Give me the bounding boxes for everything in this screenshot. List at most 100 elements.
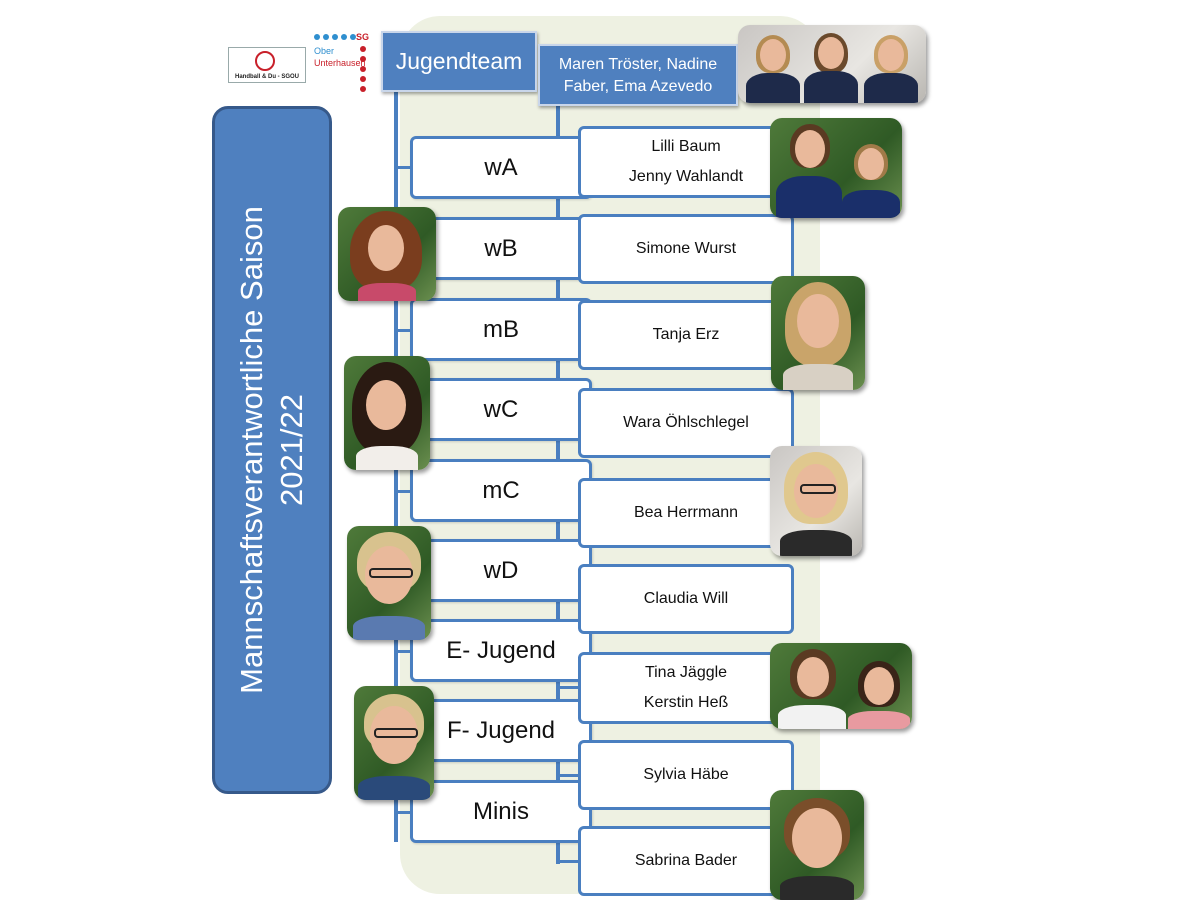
season-title: Mannschaftsverantwortliche Saison 2021/2… — [232, 206, 312, 694]
portrait-face — [858, 148, 884, 180]
portrait-face — [797, 294, 839, 348]
glasses-icon — [369, 568, 413, 578]
person-name: Sabrina Bader — [634, 852, 738, 869]
person-name: Bea Herrmann — [633, 504, 739, 521]
portrait-face — [792, 808, 842, 868]
jugendteam-header: Jugendteam — [381, 31, 537, 92]
person-name: Sylvia Häbe — [643, 766, 729, 783]
team-label: wA — [484, 153, 518, 181]
portrait-shirt — [780, 876, 854, 900]
person-name: Simone Wurst — [635, 240, 737, 257]
logo1-text: Handball & Du - SGOU — [234, 74, 299, 80]
logo-sg-text: SG — [356, 32, 370, 42]
portrait-shirt — [353, 616, 425, 640]
portrait-face — [366, 380, 406, 430]
team-label: mC — [482, 476, 520, 504]
people-connector — [558, 686, 580, 689]
team-label: E- Jugend — [446, 636, 556, 664]
jugendteam-people-box: Maren Tröster, Nadine Faber, Ema Azevedo — [538, 44, 738, 106]
person-box-wc: Wara Öhlschlegel — [578, 388, 794, 458]
person-name: Tanja Erz — [652, 326, 720, 343]
logo-dot — [360, 86, 366, 92]
logo-dot — [360, 66, 366, 72]
portrait-face — [760, 39, 786, 71]
team-connector — [396, 650, 412, 653]
logo-dot — [323, 34, 329, 40]
portrait-shirt — [848, 711, 910, 729]
photo-f-jugend — [354, 686, 434, 800]
portrait-shirt — [804, 71, 858, 103]
team-box-f-jugend: F- Jugend — [410, 699, 592, 762]
team-label: wC — [483, 395, 519, 423]
team-label: F- Jugend — [446, 716, 556, 744]
logo-dot — [341, 34, 347, 40]
person-name: Jenny Wahlandt — [628, 168, 744, 185]
person-name: Lilli Baum — [651, 138, 721, 155]
team-box-wc: wC — [410, 378, 592, 441]
person-name: Kerstin Heß — [643, 694, 729, 711]
season-title-line1: Mannschaftsverantwortliche Saison — [234, 206, 269, 694]
portrait-shirt — [356, 446, 418, 470]
photo-wa — [770, 118, 902, 218]
logo-line2-text: Unterhausen — [314, 58, 366, 68]
season-title-line2: 2021/22 — [274, 393, 309, 507]
portrait-face — [797, 657, 829, 697]
photo-wb — [338, 207, 436, 301]
team-connector — [396, 811, 412, 814]
photo-wd — [347, 526, 431, 640]
logo-dot — [360, 76, 366, 82]
team-box-mb: mB — [410, 298, 592, 361]
team-label: Minis — [472, 797, 529, 825]
logo-dot — [350, 34, 356, 40]
portrait-shirt — [778, 705, 846, 729]
person-name: Tina Jäggle — [644, 664, 728, 681]
photo-minis — [770, 790, 864, 900]
team-box-wd: wD — [410, 539, 592, 602]
portrait-shirt — [776, 176, 842, 218]
portrait-shirt — [842, 190, 900, 218]
person-box-mb: Tanja Erz — [578, 300, 794, 370]
team-label: wD — [483, 556, 519, 584]
portrait-shirt — [864, 73, 918, 103]
photo-mb — [771, 276, 865, 390]
team-connector — [396, 329, 412, 332]
portrait-face — [795, 130, 825, 168]
person-name: Wara Öhlschlegel — [623, 414, 749, 431]
portrait-face — [878, 39, 904, 71]
handball-figure-icon — [255, 51, 275, 71]
jugendteam-people: Maren Tröster, Nadine Faber, Ema Azevedo — [558, 56, 718, 95]
logo-dot — [314, 34, 320, 40]
portrait-face — [365, 546, 413, 604]
person-name: Claudia Will — [643, 590, 729, 607]
team-connector — [396, 490, 412, 493]
photo-mc — [770, 446, 862, 556]
team-box-wb: wB — [410, 217, 592, 280]
portrait-shirt — [358, 776, 430, 800]
glasses-icon — [800, 484, 836, 494]
portrait-shirt — [783, 364, 853, 390]
team-connector — [396, 166, 412, 169]
person-box-wa: Lilli Baum Jenny Wahlandt — [578, 126, 794, 198]
portrait-shirt — [746, 73, 800, 103]
logo-dot — [360, 46, 366, 52]
team-label: mB — [483, 315, 519, 343]
glasses-icon — [374, 728, 418, 738]
team-box-e-jugend: E- Jugend — [410, 619, 592, 682]
sg-logo: SG Ober Unterhausen — [312, 30, 370, 92]
logo-dot — [360, 56, 366, 62]
team-box-minis: Minis — [410, 780, 592, 843]
handball-logo: Handball & Du - SGOU — [228, 47, 306, 83]
jugendteam-label: Jugendteam — [395, 48, 523, 74]
team-label: wB — [484, 234, 518, 262]
people-connector — [558, 860, 580, 863]
people-connector — [558, 774, 580, 777]
portrait-face — [368, 225, 404, 271]
photo-e-jugend — [770, 643, 912, 729]
logo-dot — [332, 34, 338, 40]
photo-jugendteam — [738, 25, 926, 103]
photo-wc — [344, 356, 430, 470]
portrait-face — [370, 706, 418, 764]
portrait-face — [864, 667, 894, 705]
person-box-f-jugend: Sylvia Häbe — [578, 740, 794, 810]
person-box-minis: Sabrina Bader — [578, 826, 794, 896]
